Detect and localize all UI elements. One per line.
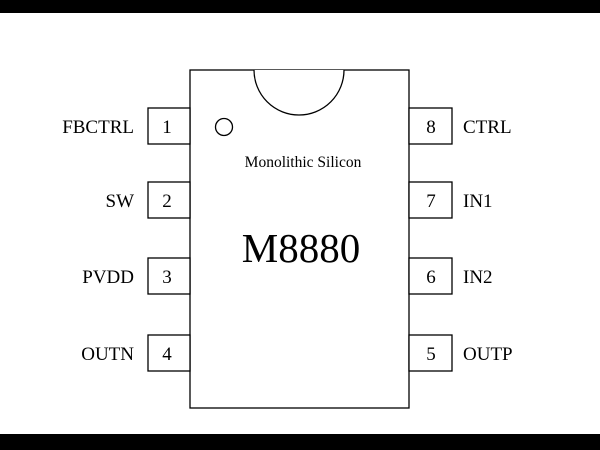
right-pin-8: 8 CTRL xyxy=(408,107,512,145)
pin-name: OUTP xyxy=(463,344,513,365)
left-pin-4: 4 OUTN xyxy=(81,334,191,372)
pin-number: 4 xyxy=(162,344,172,365)
pin-box xyxy=(147,181,191,219)
pin-number: 1 xyxy=(162,117,172,138)
pin-box xyxy=(408,257,453,295)
orientation-notch xyxy=(253,69,345,116)
pin-box xyxy=(408,334,453,372)
pin-number: 7 xyxy=(426,191,436,212)
bottom-frame-bar xyxy=(0,434,600,450)
top-frame-bar xyxy=(0,0,600,13)
left-pin-3: 3 PVDD xyxy=(82,257,191,295)
pin-name: FBCTRL xyxy=(62,117,134,138)
pin-name: IN2 xyxy=(463,267,493,288)
pin-number: 3 xyxy=(162,267,172,288)
part-number-label: M8880 xyxy=(242,225,360,271)
pin-box xyxy=(147,334,191,372)
pin-box xyxy=(147,257,191,295)
left-pin-1: 1 FBCTRL xyxy=(62,107,191,145)
right-pin-5: 5 OUTP xyxy=(408,334,513,372)
left-pin-2: 2 SW xyxy=(106,181,191,219)
pin-number: 5 xyxy=(426,344,436,365)
pin-number: 6 xyxy=(426,267,436,288)
pin-number: 2 xyxy=(162,191,172,212)
right-pin-6: 6 IN2 xyxy=(408,257,493,295)
pin-box xyxy=(408,181,453,219)
pin1-marker-dot xyxy=(214,117,234,137)
pin-name: IN1 xyxy=(463,191,493,212)
pin-box xyxy=(147,107,191,145)
right-pin-7: 7 IN1 xyxy=(408,181,493,219)
pin-number: 8 xyxy=(426,117,436,138)
manufacturer-label: Monolithic Silicon xyxy=(245,154,362,171)
pin-name: PVDD xyxy=(82,267,134,288)
pin-name: CTRL xyxy=(463,117,512,138)
pin-name: OUTN xyxy=(81,344,134,365)
pin-name: SW xyxy=(106,191,135,212)
pin-box xyxy=(408,107,453,145)
